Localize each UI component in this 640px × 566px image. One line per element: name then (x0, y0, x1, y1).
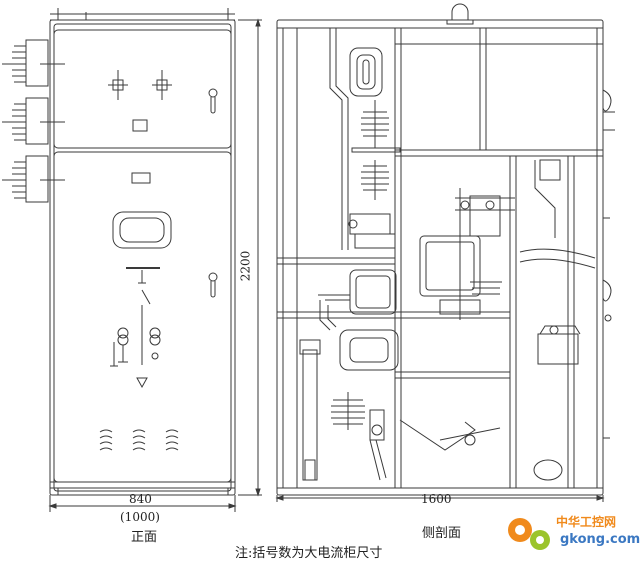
watermark-site: gkong.com (560, 532, 640, 547)
earthing-truck (299, 339, 563, 481)
cable-compartment (519, 159, 596, 365)
vent-louvres (99, 429, 179, 451)
bushing-bottom (2, 155, 65, 203)
upper-handle-icon (208, 88, 218, 114)
front-view-caption: 正面 (131, 530, 158, 545)
vacuum-breaker (419, 188, 515, 320)
front-width-label: 840 (129, 492, 152, 506)
circuit-breaker (318, 213, 399, 371)
bushing-middle (2, 97, 65, 145)
height-label: 2200 (238, 250, 253, 282)
label-slot (131, 172, 151, 184)
watermark-brand: 中华工控网 (556, 515, 617, 529)
small-window (132, 119, 148, 132)
height-dimension (238, 18, 262, 497)
top-insulator (349, 47, 383, 97)
side-depth-label: 1600 (421, 492, 452, 506)
lower-handle-icon (208, 272, 218, 298)
side-view-caption: 侧剖面 (422, 526, 462, 541)
bushing-top (2, 39, 65, 87)
watermark-gear-icon (508, 518, 550, 550)
mimic-diagram (110, 270, 161, 389)
footnote: 注:括号数为大电流柜尺寸 (235, 546, 383, 561)
front-width-dimension (48, 495, 237, 512)
upper-insulators (351, 100, 401, 200)
front-view (2, 8, 237, 512)
side-depth-dimension (275, 495, 605, 502)
viewing-window (112, 211, 172, 249)
front-width-large-label: (1000) (120, 510, 160, 524)
side-section-view (275, 3, 615, 502)
